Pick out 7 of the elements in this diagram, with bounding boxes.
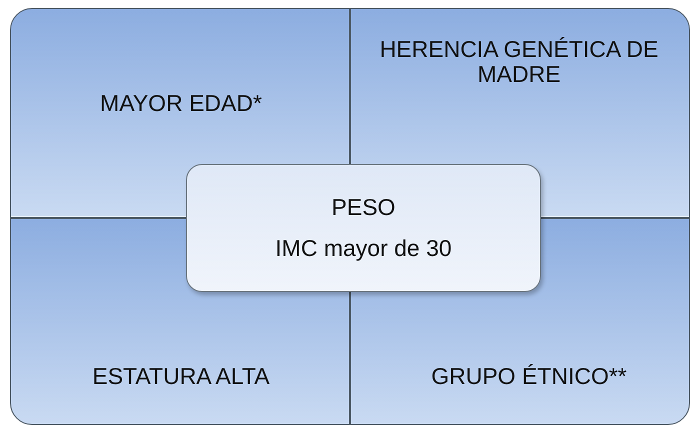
quadrant-label: ESTATURA ALTA xyxy=(31,364,331,390)
quadrant-label: GRUPO ÉTNICO** xyxy=(369,364,689,390)
quadrant-label: HERENCIA GENÉTICA DE MADRE xyxy=(379,37,659,88)
center-box xyxy=(186,164,541,292)
quadrant-label: MAYOR EDAD* xyxy=(31,91,331,116)
box-text: IMC mayor de 30 xyxy=(275,235,452,262)
box-title: PESO xyxy=(332,194,396,221)
